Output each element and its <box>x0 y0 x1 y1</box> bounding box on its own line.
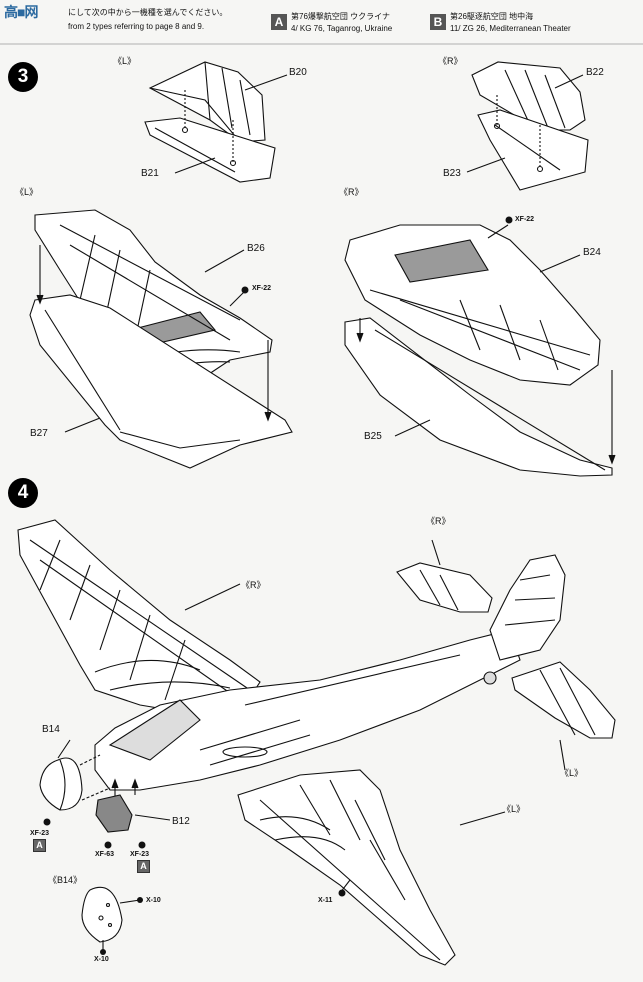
option-b-badge: B <box>430 14 446 30</box>
option-b-title: 第26駆逐航空団 地中海 <box>450 12 534 21</box>
paint-xf22-left: XF-22 <box>252 285 272 292</box>
marker-left-aileron: 《L》 <box>113 56 137 66</box>
part-b25 <box>344 317 613 477</box>
marker-right-main-wing: 《R》 <box>241 580 266 590</box>
paint-xf23-nose-badge: A <box>33 839 46 852</box>
part-b23 <box>477 109 589 191</box>
paint-xf23-badge: A <box>137 860 150 873</box>
paint-x10-a: X-10 <box>146 897 161 904</box>
marker-left-wing: 《L》 <box>15 187 39 197</box>
part-b22 <box>471 61 586 131</box>
paint-xf23-nose: XF-23 <box>30 830 50 837</box>
option-a-title: 第76爆撃航空団 ウクライナ <box>291 12 390 21</box>
marker-left-tailplane: 《L》 <box>560 768 584 778</box>
part-b14 <box>39 757 83 811</box>
label-b20: B20 <box>289 67 307 78</box>
option-a-badge: A <box>271 14 287 30</box>
label-b21: B21 <box>141 168 159 179</box>
label-b26: B26 <box>247 243 265 254</box>
detail-b14 <box>81 886 123 943</box>
paint-x10-b: X-10 <box>94 956 109 963</box>
marker-b14-detail: 《B14》 <box>48 875 83 885</box>
label-b12: B12 <box>172 816 190 827</box>
paint-xf22-right: XF-22 <box>515 216 535 223</box>
label-b25: B25 <box>364 431 382 442</box>
fuselage-assembly <box>17 519 616 966</box>
label-b22: B22 <box>586 67 604 78</box>
intro-japanese: にして次の中から一機種を選んでください。 <box>68 8 228 17</box>
marker-right-wing: 《R》 <box>339 187 364 197</box>
option-b-desc: 11/ ZG 26, Mediterranean Theater <box>450 24 571 33</box>
paint-xf23: XF-23 <box>130 851 150 858</box>
part-b27 <box>29 294 293 469</box>
label-b23: B23 <box>443 168 461 179</box>
marker-right-tailplane: 《R》 <box>426 516 451 526</box>
part-b24 <box>344 224 601 386</box>
part-b12 <box>95 794 133 833</box>
intro-english: from 2 types referring to page 8 and 9. <box>68 22 205 31</box>
paint-xf63: XF-63 <box>95 851 115 858</box>
step-number-4: 4 <box>8 478 38 508</box>
part-b21 <box>144 117 276 183</box>
label-b14: B14 <box>42 724 60 735</box>
site-logo: 高■网 <box>4 4 38 20</box>
part-b20 <box>148 61 266 143</box>
marker-left-main-wing: 《L》 <box>502 804 526 814</box>
marker-right-aileron: 《R》 <box>438 56 463 66</box>
step-number-3: 3 <box>8 62 38 92</box>
paint-x11: X-11 <box>318 897 333 904</box>
option-a-desc: 4/ KG 76, Taganrog, Ukraine <box>291 24 393 33</box>
label-b27: B27 <box>30 428 48 439</box>
label-b24: B24 <box>583 247 601 258</box>
